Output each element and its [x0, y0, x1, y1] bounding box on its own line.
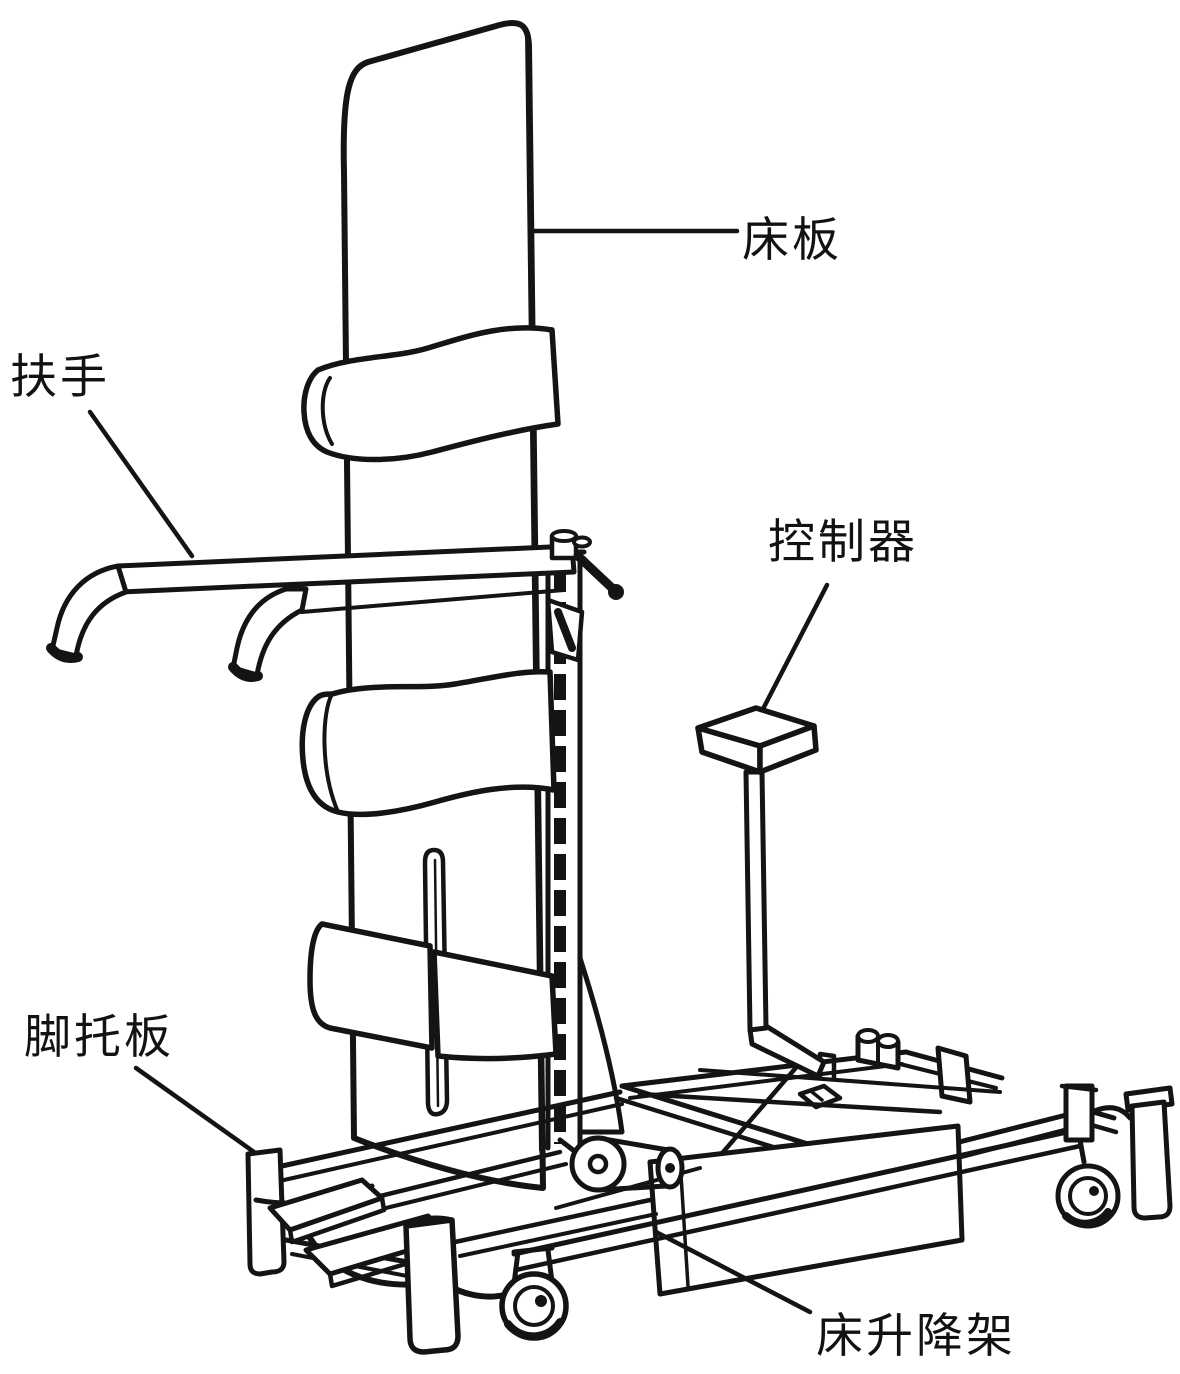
- label-handrail: 扶手: [10, 350, 110, 403]
- actuator-roller: [569, 1135, 685, 1193]
- right-caster: [1055, 1137, 1121, 1229]
- base-frame: [245, 1028, 1175, 1297]
- label-lift-frame: 床升降架: [816, 1309, 1016, 1362]
- leader-lift-frame: [653, 1229, 813, 1315]
- controller: [695, 705, 827, 1079]
- legs-and-casters: [403, 1135, 1121, 1355]
- hip-strap: [299, 668, 557, 818]
- knee-straps: [307, 921, 559, 1062]
- center-caster: [499, 1245, 569, 1341]
- label-controller: 控制器: [768, 515, 918, 568]
- handrail-clamp: [545, 529, 624, 663]
- leader-controller: [761, 582, 830, 710]
- label-bed-board: 床板: [742, 213, 842, 266]
- chest-strap: [301, 325, 561, 463]
- handrail-assembly: [46, 529, 624, 682]
- left-handle: [49, 563, 129, 659]
- leader-foot-board: [133, 1065, 257, 1155]
- right-handle: [230, 586, 309, 678]
- label-foot-board: 脚托板: [24, 1010, 174, 1063]
- leader-handrail: [87, 409, 195, 559]
- leader-lines: [87, 228, 830, 1315]
